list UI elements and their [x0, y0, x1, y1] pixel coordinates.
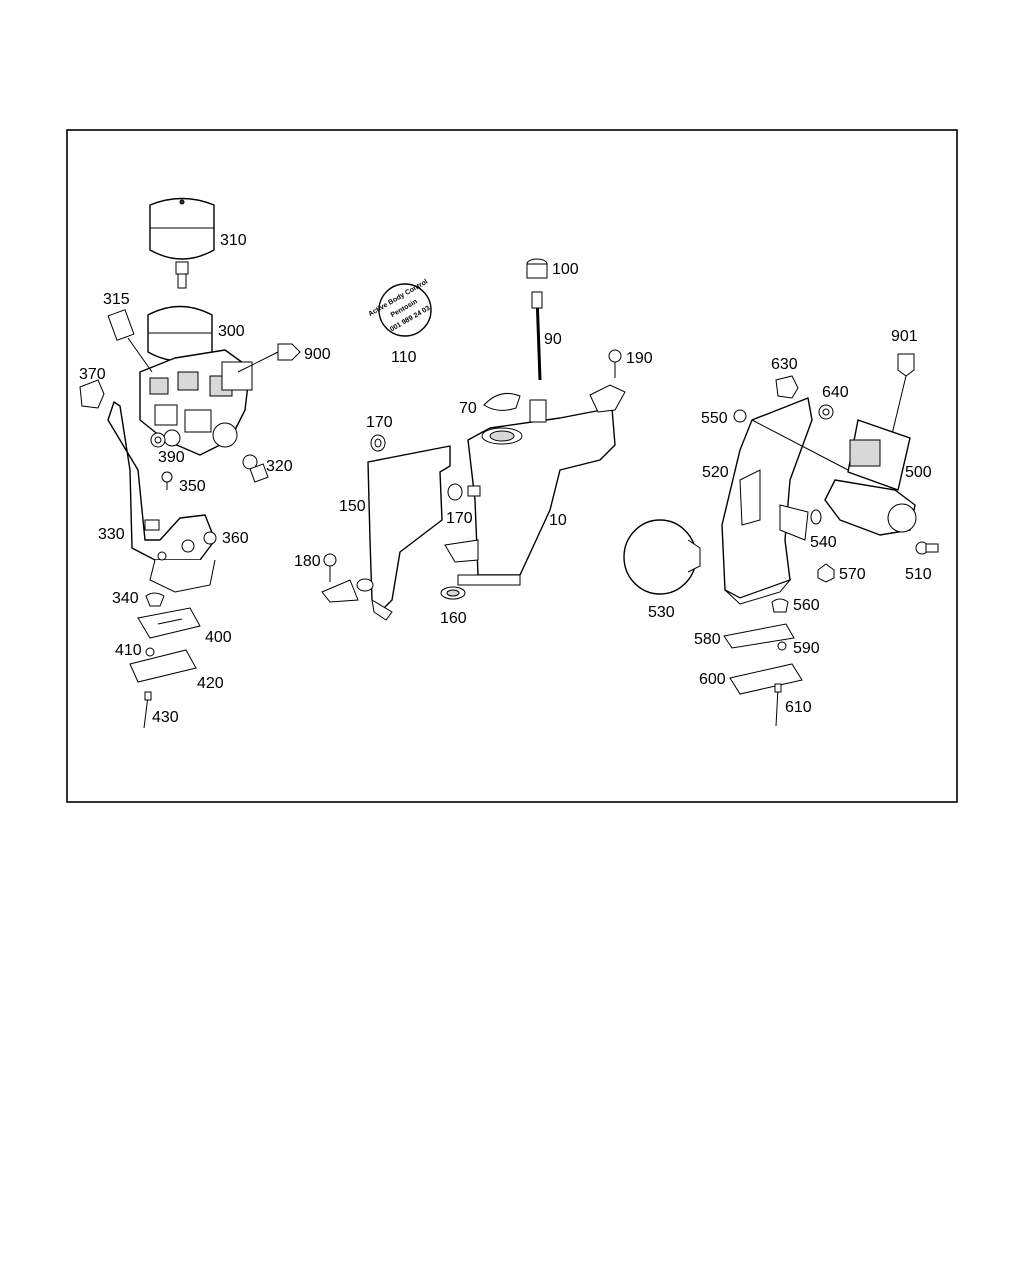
bracket-150 — [321, 445, 451, 621]
nut-390 — [150, 432, 166, 448]
grommet-160 — [440, 586, 466, 600]
callout-300: 300 — [218, 323, 245, 340]
callout-640: 640 — [822, 384, 849, 401]
callout-10: 10 — [549, 512, 567, 529]
callout-70: 70 — [459, 400, 477, 417]
cable-tie-610 — [774, 683, 782, 727]
callout-550: 550 — [701, 410, 728, 427]
callout-390: 390 — [158, 449, 185, 466]
rivet-410 — [145, 647, 155, 657]
callout-340: 340 — [112, 590, 139, 607]
callout-560: 560 — [793, 597, 820, 614]
callout-180: 180 — [294, 553, 321, 570]
mount-560 — [771, 598, 789, 613]
callouts: 310 315 300 900 370 390 320 350 330 360 … — [79, 232, 932, 726]
pad-580 — [723, 623, 795, 649]
callout-500: 500 — [905, 464, 932, 481]
valve-block-assembly — [139, 349, 253, 456]
sensor-510 — [915, 541, 939, 555]
grommet-170-lower — [447, 483, 481, 501]
callout-570: 570 — [839, 566, 866, 583]
fitting-630 — [775, 375, 799, 399]
callout-190: 190 — [626, 350, 653, 367]
sensor-320 — [242, 454, 269, 483]
plug-315 — [107, 309, 153, 373]
callout-580: 580 — [694, 631, 721, 648]
washer-540 — [810, 509, 822, 525]
cable-tie-430 — [143, 691, 152, 729]
bracket-330 — [107, 401, 216, 593]
bracket-520 — [721, 397, 849, 605]
callout-90: 90 — [544, 331, 562, 348]
callout-320: 320 — [266, 458, 293, 475]
callout-540: 540 — [810, 534, 837, 551]
washer-640 — [818, 404, 834, 420]
bolt-190 — [608, 349, 622, 378]
callout-530: 530 — [648, 604, 675, 621]
mount-340 — [145, 592, 165, 607]
callout-430: 430 — [152, 709, 179, 726]
callout-100: 100 — [552, 261, 579, 278]
callout-400: 400 — [205, 629, 232, 646]
connector-900 — [237, 343, 301, 373]
seal-label-110: Active Body Control Pentosin 001 989 24 … — [367, 278, 432, 337]
dipstick-90 — [531, 291, 543, 381]
cap-100 — [526, 258, 548, 279]
nut-570 — [817, 563, 835, 583]
callout-350: 350 — [179, 478, 206, 495]
rivet-590 — [777, 641, 787, 651]
callout-170a: 170 — [366, 414, 393, 431]
callout-150: 150 — [339, 498, 366, 515]
diagram-frame — [66, 129, 958, 803]
callout-610: 610 — [785, 699, 812, 716]
callout-420: 420 — [197, 675, 224, 692]
pressure-accumulator-300 — [147, 305, 213, 362]
reservoir-10 — [444, 384, 626, 586]
bolt-350 — [161, 471, 173, 490]
callout-330: 330 — [98, 526, 125, 543]
callout-315: 315 — [103, 291, 130, 308]
callout-600: 600 — [699, 671, 726, 688]
plate-600 — [729, 663, 803, 695]
plate-420 — [129, 649, 197, 683]
callout-410: 410 — [115, 642, 142, 659]
seal-70 — [483, 393, 521, 411]
callout-160: 160 — [440, 610, 467, 627]
callout-370: 370 — [79, 366, 106, 383]
callout-110: 110 — [391, 349, 417, 366]
bolt-360 — [203, 531, 217, 545]
pump-500 — [824, 419, 917, 536]
fitting-370 — [79, 379, 105, 409]
callout-590: 590 — [793, 640, 820, 657]
callout-520: 520 — [702, 464, 729, 481]
callout-901: 901 — [891, 328, 918, 345]
callout-900: 900 — [304, 346, 331, 363]
grommet-170-upper — [370, 434, 386, 452]
callout-360: 360 — [222, 530, 249, 547]
callout-310: 310 — [220, 232, 247, 249]
pressure-accumulator-310 — [149, 197, 215, 289]
accumulator-530 — [623, 519, 701, 595]
callout-510: 510 — [905, 566, 932, 583]
screw-550 — [733, 409, 747, 423]
pad-400 — [137, 607, 201, 639]
bolt-180 — [323, 553, 337, 582]
callout-630: 630 — [771, 356, 798, 373]
callout-170b: 170 — [446, 510, 473, 527]
